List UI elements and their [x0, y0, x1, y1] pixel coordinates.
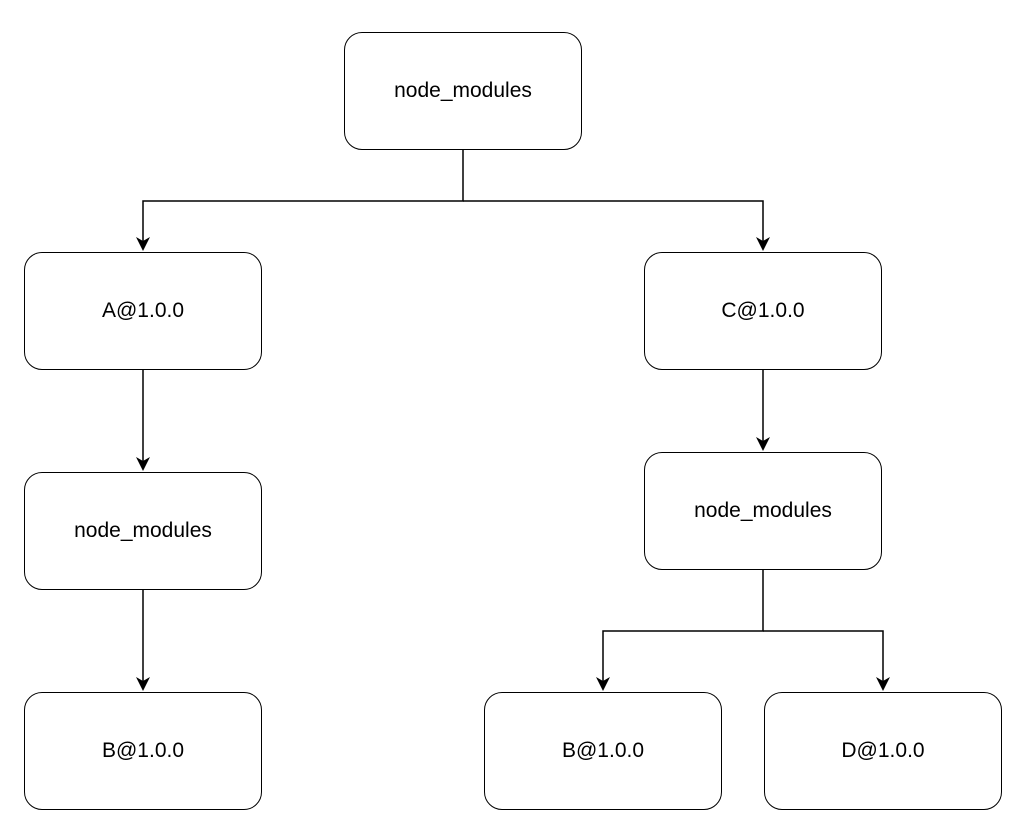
node-label: C@1.0.0: [721, 299, 805, 322]
edge-root-to-a: [136, 150, 464, 251]
node-label: A@1.0.0: [101, 299, 185, 322]
c-dependency-b-node[interactable]: B@1.0.0: [484, 692, 722, 810]
edge-c-modules-to-d: [763, 630, 890, 691]
node-label: D@1.0.0: [841, 739, 925, 762]
node-label: B@1.0.0: [101, 739, 185, 762]
package-a-node[interactable]: A@1.0.0: [24, 252, 262, 370]
a-dependency-b-node[interactable]: B@1.0.0: [24, 692, 262, 810]
root-node-modules-node[interactable]: node_modules: [344, 32, 582, 150]
c-dependency-d-node[interactable]: D@1.0.0: [764, 692, 1002, 810]
c-nested-node-modules-node[interactable]: node_modules: [644, 452, 882, 570]
node-label: node_modules: [74, 519, 212, 542]
node-label: B@1.0.0: [561, 739, 645, 762]
node-label: node_modules: [394, 79, 532, 102]
edge-c-modules-to-b: [596, 570, 764, 691]
edge-root-to-c: [463, 200, 770, 251]
package-c-node[interactable]: C@1.0.0: [644, 252, 882, 370]
node-label: node_modules: [694, 499, 832, 522]
a-nested-node-modules-node[interactable]: node_modules: [24, 472, 262, 590]
